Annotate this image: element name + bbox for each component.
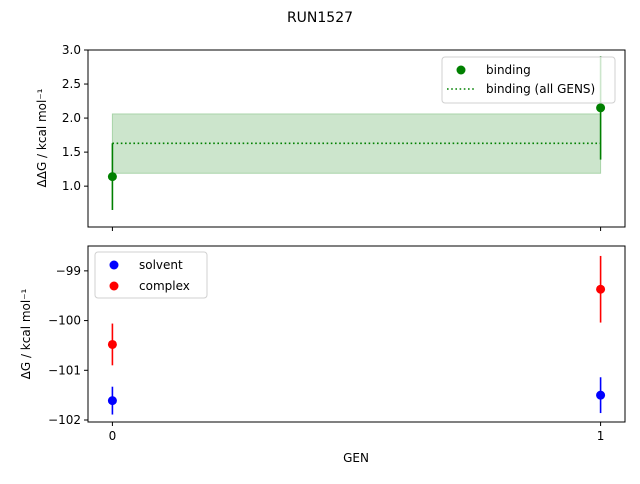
bottom-ytick-label: −101 (48, 363, 81, 377)
top-ytick-label: 2.5 (62, 77, 81, 91)
bottom-xtick-label: 0 (109, 429, 117, 443)
bottom-legend-frame (94, 251, 208, 299)
legend-solvent-marker (109, 260, 119, 270)
legend-solvent-label: solvent (139, 258, 183, 272)
top-ytick-label: 2.0 (62, 111, 81, 125)
bottom-ylabel: ΔG / kcal mol⁻¹ (19, 288, 33, 379)
bottom-ytick-label: −102 (48, 413, 81, 427)
top-ylabel: ΔΔG / kcal mol⁻¹ (35, 88, 49, 187)
top-panel: 1.0 1.5 2.0 2.5 3.0 ΔΔG / kcal mol⁻¹ binding… (35, 43, 626, 231)
bottom-xlabel: GEN (343, 451, 369, 465)
solvent-point (107, 396, 117, 406)
legend-complex-marker (109, 281, 119, 291)
bottom-legend: solvent complex (94, 251, 208, 299)
binding-point (596, 103, 606, 113)
complex-point (107, 339, 117, 349)
top-ytick-label: 1.0 (62, 179, 81, 193)
bottom-ytick-label: −100 (48, 314, 81, 328)
solvent-point (596, 390, 606, 400)
figure-title: RUN1527 (287, 10, 353, 26)
bottom-xtick-label: 1 (597, 429, 605, 443)
top-legend-frame (441, 56, 616, 104)
bottom-plot-area: −102 −101 −100 −99 0 1 (48, 245, 626, 443)
legend-complex-label: complex (139, 279, 190, 293)
legend-reference-label: binding (all GENS) (486, 82, 595, 96)
top-ytick-label: 3.0 (62, 43, 81, 57)
top-axes-frame (87, 49, 626, 228)
binding-point (107, 172, 117, 182)
complex-point (596, 284, 606, 294)
legend-binding-marker (456, 65, 466, 75)
bottom-ytick-label: −99 (56, 264, 81, 278)
bottom-panel: −102 −101 −100 −99 0 1 ΔG / kcal mol⁻¹ GEN so… (19, 245, 626, 465)
bottom-axes-frame (87, 245, 626, 423)
top-plot-area: 1.0 1.5 2.0 2.5 3.0 (62, 43, 626, 231)
legend-binding-label: binding (486, 63, 531, 77)
top-legend: binding binding (all GENS) (441, 56, 616, 104)
top-ytick-label: 1.5 (62, 145, 81, 159)
